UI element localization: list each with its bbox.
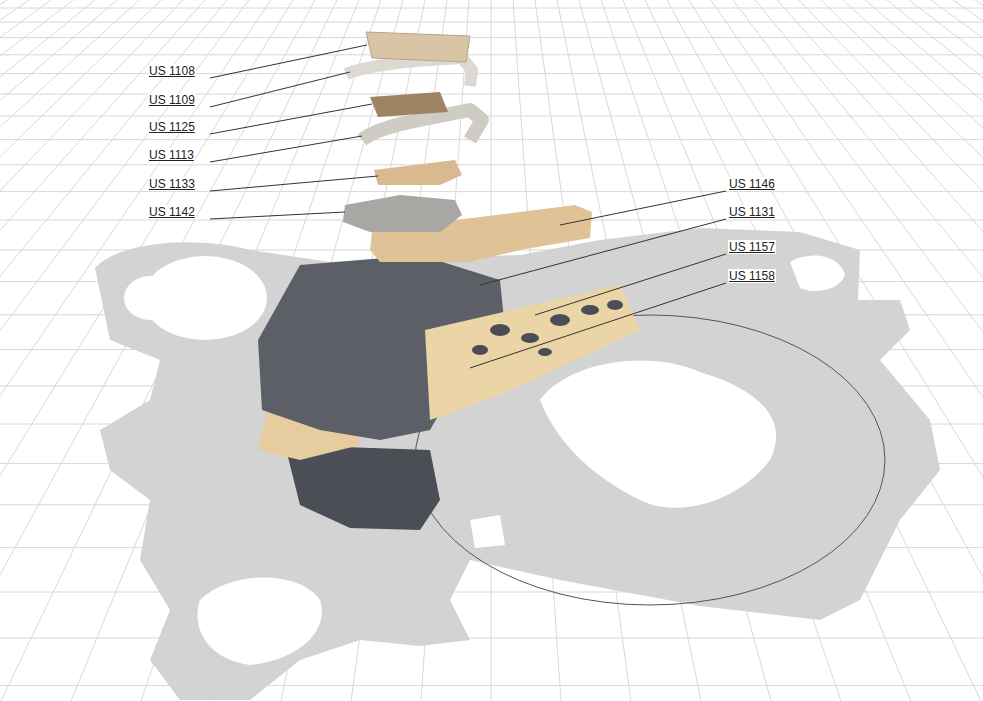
floor-hole (470, 515, 505, 548)
grid-line (953, 0, 983, 701)
grid-line (931, 0, 983, 701)
grid-line (975, 0, 983, 701)
grid-line (887, 0, 983, 701)
layer-label: US 1142 (148, 205, 196, 219)
grid-line (0, 0, 29, 701)
layer-label: US 1157 (728, 240, 776, 254)
wall-layer (346, 58, 472, 86)
sand-layer (374, 160, 462, 185)
grid-line (0, 0, 7, 701)
floor-hole (790, 256, 845, 292)
layer-label: US 1113 (148, 148, 195, 162)
sand-layer (366, 32, 470, 62)
layer-label: US 1146 (728, 177, 776, 191)
floor-plan (95, 228, 940, 700)
grid-line (909, 0, 983, 701)
grid-line (0, 0, 73, 701)
grid-line (0, 0, 117, 701)
layer-label: US 1109 (148, 93, 196, 107)
layer-label: US 1158 (728, 269, 776, 283)
sand-layer (425, 285, 640, 420)
grid-line (0, 0, 95, 701)
layer-label: US 1125 (148, 120, 196, 134)
layer-label: US 1133 (148, 177, 196, 191)
grid-line (0, 0, 139, 701)
floor-hole (540, 361, 776, 508)
layer-label: US 1108 (148, 64, 196, 78)
floor-hole (197, 578, 321, 666)
floor-hole (124, 276, 176, 320)
grid-line (0, 0, 51, 701)
stones (472, 300, 623, 356)
leader-lines (210, 45, 726, 368)
sand-layer (370, 92, 448, 117)
layer-label: US 1131 (728, 205, 776, 219)
rubble-layer (343, 195, 462, 232)
